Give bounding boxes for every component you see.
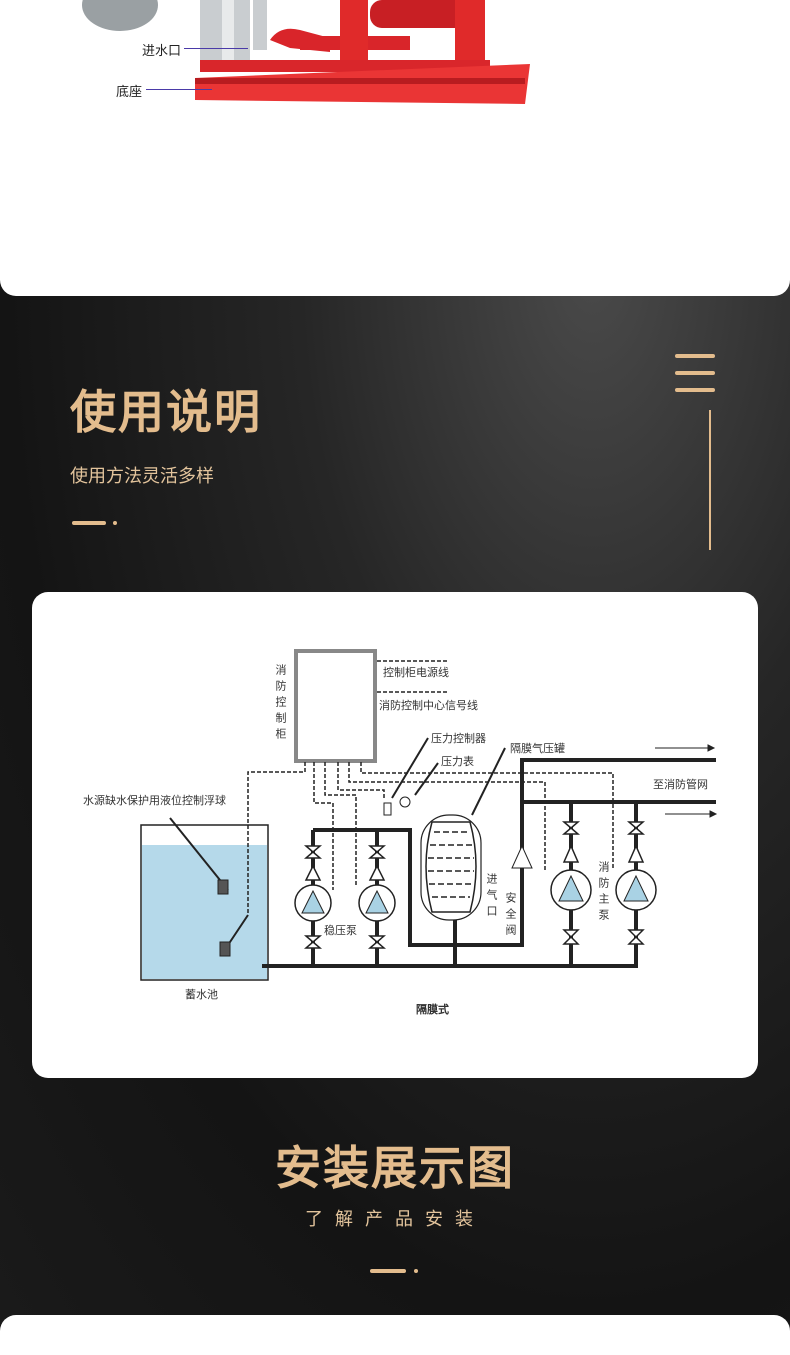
main-pump-label: 消防主泵 bbox=[597, 861, 610, 925]
signal-line-label: 消防控制中心信号线 bbox=[379, 698, 478, 712]
install-title: 安装展示图 bbox=[275, 1141, 515, 1195]
pressure-gauge-label: 压力表 bbox=[441, 754, 474, 768]
install-subtitle: 了解产品安装 bbox=[305, 1209, 485, 1230]
usage-subtitle: 使用方法灵活多样 bbox=[70, 466, 214, 487]
power-line-label: 控制柜电源线 bbox=[383, 665, 449, 679]
type-caption: 隔膜式 bbox=[416, 1002, 449, 1016]
diaphragm-tank-label: 隔膜气压罐 bbox=[510, 741, 565, 755]
stabilizer-pump-label: 稳压泵 bbox=[324, 923, 357, 937]
next-card bbox=[0, 1315, 790, 1355]
decorative-dash bbox=[370, 1269, 406, 1273]
menu-icon[interactable] bbox=[675, 354, 715, 392]
base-pointer bbox=[146, 89, 212, 90]
decorative-dash bbox=[72, 521, 106, 525]
inlet-pointer bbox=[184, 48, 248, 49]
pump-set-image bbox=[82, 0, 530, 104]
inlet-label: 进水口 bbox=[142, 44, 182, 59]
air-inlet-label: 进气口 bbox=[485, 873, 498, 921]
usage-title: 使用说明 bbox=[70, 385, 262, 439]
cabinet-label: 消防控制柜 bbox=[274, 664, 287, 744]
decorative-dot bbox=[113, 521, 117, 525]
vertical-divider bbox=[709, 410, 711, 550]
float-ball-label: 水源缺水保护用液位控制浮球 bbox=[83, 793, 226, 807]
installation-diagram: 控制柜电源线 消防控制中心信号线 压力控制器 压力表 隔膜气压罐 至消防管网 水… bbox=[83, 649, 718, 1016]
safety-valve-label: 安全阀 bbox=[504, 892, 517, 940]
product-image-card: 进水口 底座 bbox=[0, 0, 790, 296]
decorative-dot bbox=[414, 1269, 418, 1273]
base-label: 底座 bbox=[116, 85, 143, 100]
diagram-card: 控制柜电源线 消防控制中心信号线 压力控制器 压力表 隔膜气压罐 至消防管网 水… bbox=[32, 592, 758, 1078]
reservoir-label: 蓄水池 bbox=[185, 988, 218, 1001]
to-network-label: 至消防管网 bbox=[653, 777, 708, 791]
pressure-controller-label: 压力控制器 bbox=[431, 731, 486, 745]
